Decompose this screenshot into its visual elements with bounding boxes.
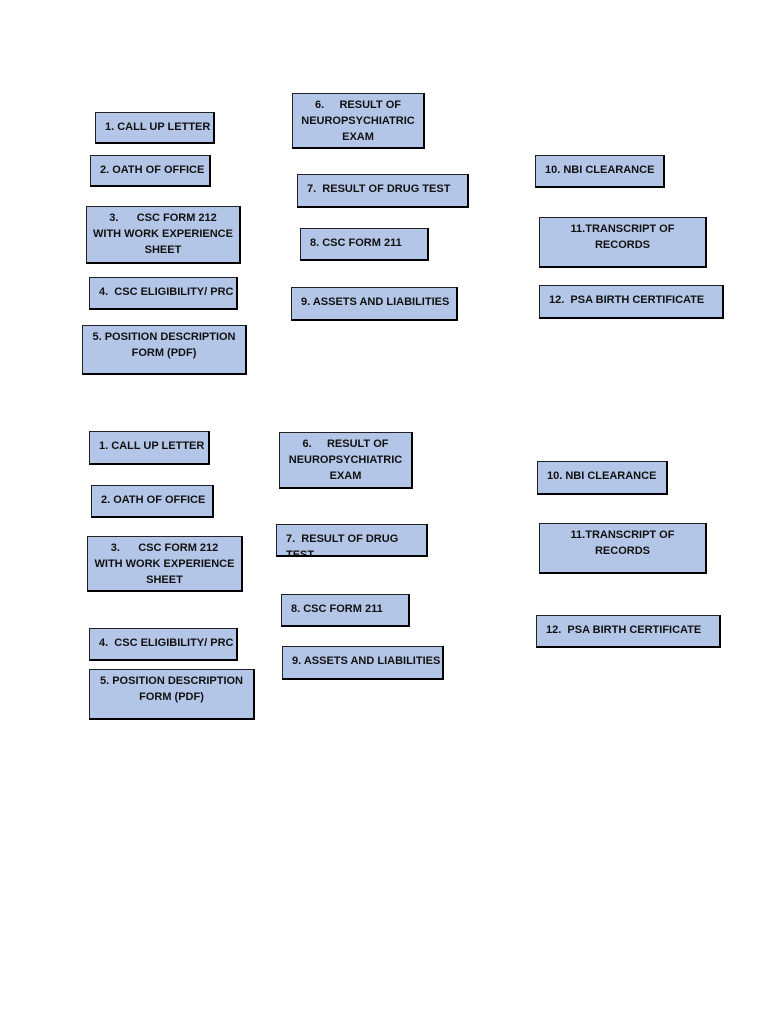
label-text: 7. RESULT OF DRUG TEST — [307, 183, 451, 195]
label-text: 1. CALL UP LETTER — [105, 121, 211, 133]
label-transcript-of-records: 11.TRANSCRIPT OF RECORDS — [539, 523, 707, 574]
label-text: 11.TRANSCRIPT OF — [570, 529, 675, 541]
label-text: 2. OATH OF OFFICE — [101, 494, 206, 506]
label-text: 4. CSC ELIGIBILITY/ PRC — [99, 286, 234, 298]
label-transcript-of-records: 11.TRANSCRIPT OF RECORDS — [539, 217, 707, 268]
label-text: 3. CSC FORM 212 — [110, 542, 219, 554]
label-text: RECORDS — [594, 239, 650, 251]
label-psa-birth-certificate: 12. PSA BIRTH CERTIFICATE — [539, 285, 724, 319]
label-text: RECORDS — [594, 545, 650, 557]
label-neuropsychiatric-exam: 6. RESULT OF NEUROPSYCHIATRIC EXAM — [292, 93, 425, 149]
label-csc-form-211: 8. CSC FORM 211 — [281, 594, 410, 627]
label-assets-liabilities: 9. ASSETS AND LIABILITIES — [291, 287, 458, 321]
label-oath-of-office: 2. OATH OF OFFICE — [90, 155, 211, 187]
label-call-up-letter: 1. CALL UP LETTER — [89, 431, 210, 465]
label-csc-eligibility: 4. CSC ELIGIBILITY/ PRC — [89, 277, 238, 310]
label-text: NEUROPSYCHIATRIC — [288, 454, 403, 466]
label-psa-birth-certificate: 12. PSA BIRTH CERTIFICATE — [536, 615, 721, 648]
label-csc-form-212: 3. CSC FORM 212 WITH WORK EXPERIENCE SHE… — [86, 206, 241, 264]
label-text: SHEET — [146, 574, 183, 586]
label-text: 8. CSC FORM 211 — [310, 237, 402, 249]
label-text: FORM (PDF) — [131, 347, 197, 359]
label-nbi-clearance: 10. NBI CLEARANCE — [537, 461, 668, 495]
label-position-description: 5. POSITION DESCRIPTION FORM (PDF) — [89, 669, 255, 720]
label-text: FORM (PDF) — [139, 691, 204, 703]
label-text: 11.TRANSCRIPT OF — [570, 223, 675, 235]
label-text: 5. POSITION DESCRIPTION — [99, 675, 244, 687]
label-csc-form-211: 8. CSC FORM 211 — [300, 228, 429, 261]
label-oath-of-office: 2. OATH OF OFFICE — [91, 485, 214, 518]
label-text: 7. RESULT OF DRUG — [286, 533, 399, 545]
label-text: 3. CSC FORM 212 — [109, 212, 217, 224]
label-drug-test: 7. RESULT OF DRUG TEST — [297, 174, 469, 208]
label-text: 6. RESULT OF — [302, 438, 389, 450]
label-neuropsychiatric-exam: 6. RESULT OF NEUROPSYCHIATRIC EXAM — [279, 432, 413, 489]
label-position-description: 5. POSITION DESCRIPTION FORM (PDF) — [82, 325, 247, 375]
label-text: 8. CSC FORM 211 — [291, 603, 383, 615]
label-text: 9. ASSETS AND LIABILITIES — [292, 655, 441, 667]
label-drug-test: 7. RESULT OF DRUG TEST — [276, 524, 428, 557]
label-call-up-letter: 1. CALL UP LETTER — [95, 112, 215, 144]
label-text: 1. CALL UP LETTER — [99, 440, 205, 452]
label-csc-form-212: 3. CSC FORM 212 WITH WORK EXPERIENCE SHE… — [87, 536, 243, 592]
label-assets-liabilities: 9. ASSETS AND LIABILITIES — [282, 646, 444, 680]
label-text: 2. OATH OF OFFICE — [100, 164, 205, 176]
label-text: TEST — [286, 549, 315, 557]
label-text: 12. PSA BIRTH CERTIFICATE — [549, 294, 705, 306]
label-text: WITH WORK EXPERIENCE — [94, 558, 235, 570]
label-text: 10. NBI CLEARANCE — [547, 470, 657, 482]
label-text: 10. NBI CLEARANCE — [545, 164, 655, 176]
label-text: 5. POSITION DESCRIPTION — [92, 331, 236, 343]
label-text: SHEET — [144, 244, 182, 256]
label-text: 4. CSC ELIGIBILITY/ PRC — [99, 637, 234, 649]
label-csc-eligibility: 4. CSC ELIGIBILITY/ PRC — [89, 628, 238, 661]
label-text: EXAM — [329, 470, 362, 482]
label-text: 6. RESULT OF — [315, 99, 401, 111]
label-text: 12. PSA BIRTH CERTIFICATE — [546, 624, 702, 636]
label-nbi-clearance: 10. NBI CLEARANCE — [535, 155, 665, 188]
label-text: 9. ASSETS AND LIABILITIES — [301, 296, 450, 308]
label-text: WITH WORK EXPERIENCE — [93, 228, 233, 240]
label-text: NEUROPSYCHIATRIC — [301, 115, 415, 127]
label-text: EXAM — [342, 131, 374, 143]
